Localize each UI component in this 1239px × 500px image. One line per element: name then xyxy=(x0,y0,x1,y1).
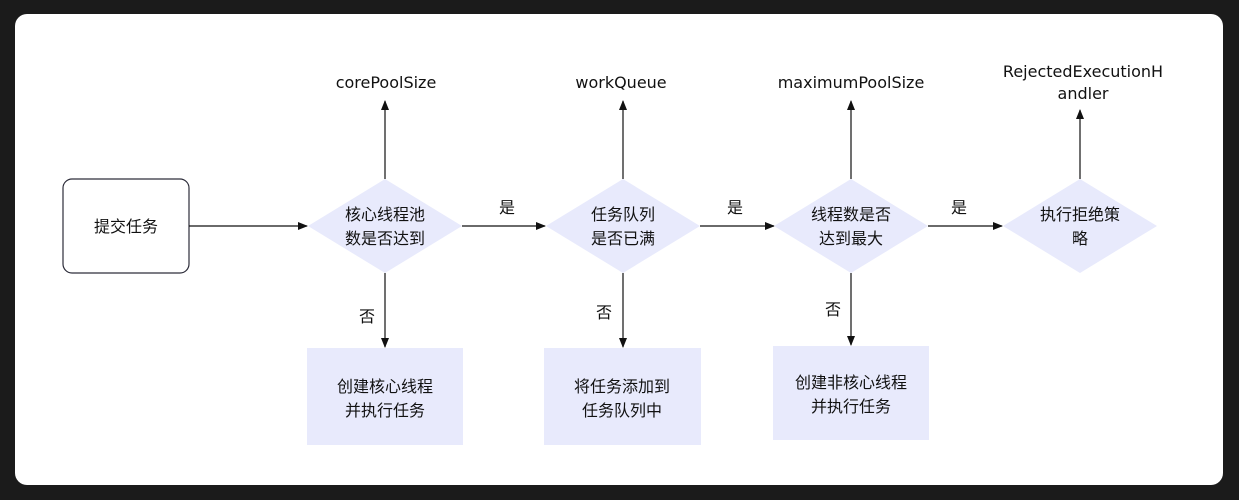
param-rejected-handler-line-2: andler xyxy=(1058,84,1109,103)
start-node-label: 提交任务 xyxy=(94,217,158,236)
reject-line-2: 略 xyxy=(1072,229,1088,248)
start-node: 提交任务 xyxy=(62,178,190,274)
action-node-create-core-thread: 创建核心线程 并执行任务 xyxy=(307,348,463,445)
decision-node-core-pool: 核心线程池 数是否达到 xyxy=(308,179,462,273)
decision-1-yes-label: 是 xyxy=(499,198,515,217)
decision-3-yes-label: 是 xyxy=(951,198,967,217)
decision-3-line-1: 线程数是否 xyxy=(811,205,891,224)
action-node-create-non-core-thread: 创建非核心线程 并执行任务 xyxy=(773,346,929,440)
action-2-line-2: 任务队列中 xyxy=(582,401,662,420)
reject-line-1: 执行拒绝策 xyxy=(1040,205,1120,224)
decision-2-line-1: 任务队列 xyxy=(591,205,655,224)
action-2-line-1: 将任务添加到 xyxy=(574,377,670,396)
decision-node-queue-full: 任务队列 是否已满 xyxy=(546,179,700,273)
decision-node-max-threads: 线程数是否 达到最大 xyxy=(774,179,928,273)
decision-1-line-1: 核心线程池 xyxy=(345,205,425,224)
action-3-line-2: 并执行任务 xyxy=(811,397,891,416)
param-maximum-pool-size: maximumPoolSize xyxy=(778,73,925,92)
action-1-line-1: 创建核心线程 xyxy=(337,377,433,396)
decision-3-line-2: 达到最大 xyxy=(819,229,883,248)
decision-2-no-label: 否 xyxy=(596,303,612,322)
action-3-line-1: 创建非核心线程 xyxy=(795,373,907,392)
action-node-add-to-queue: 将任务添加到 任务队列中 xyxy=(544,348,701,445)
param-rejected-handler-line-1: RejectedExecutionH xyxy=(1003,62,1163,81)
node-reject-policy: 执行拒绝策 略 xyxy=(1003,179,1157,273)
decision-1-no-label: 否 xyxy=(359,307,375,326)
decision-3-no-label: 否 xyxy=(825,300,841,319)
decision-2-yes-label: 是 xyxy=(727,198,743,217)
decision-2-line-2: 是否已满 xyxy=(591,229,655,248)
decision-1-line-2: 数是否达到 xyxy=(345,229,425,248)
param-work-queue: workQueue xyxy=(575,73,666,92)
param-core-pool-size: corePoolSize xyxy=(336,73,437,92)
action-1-line-2: 并执行任务 xyxy=(345,401,425,420)
